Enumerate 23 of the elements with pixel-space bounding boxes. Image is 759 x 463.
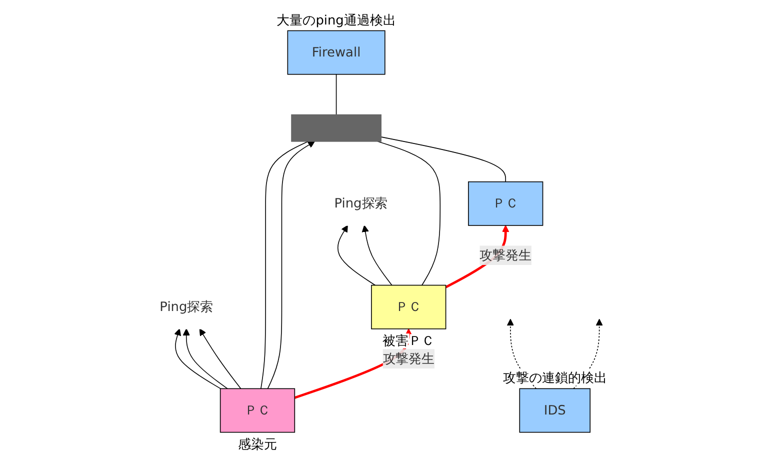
edge-label: 攻撃発生	[480, 247, 532, 263]
connector	[377, 141, 441, 286]
node-caption: 攻撃の連鎖的検出	[502, 371, 607, 386]
arrow	[182, 328, 228, 390]
node-box: ＰＣ	[220, 388, 296, 433]
node-box: ＰＣ	[371, 284, 446, 330]
node-caption: 大量のping通過検出	[276, 13, 396, 28]
arrow	[199, 328, 242, 390]
arrow	[362, 225, 392, 286]
node-text: Ping探索	[160, 298, 214, 314]
node-caption: 感染元	[238, 437, 277, 452]
node-box: IDS	[519, 388, 590, 433]
edge-label: 攻撃発生	[382, 350, 434, 366]
node-box: ＰＣ	[468, 181, 544, 226]
connector	[260, 141, 309, 390]
node-bar	[291, 114, 382, 142]
connector	[380, 136, 506, 182]
node-box: Firewall	[287, 30, 386, 75]
arrow	[267, 141, 315, 390]
connector	[336, 74, 337, 116]
arrow	[174, 328, 222, 390]
arrow	[337, 225, 376, 286]
node-text: Ping探索	[334, 196, 388, 211]
